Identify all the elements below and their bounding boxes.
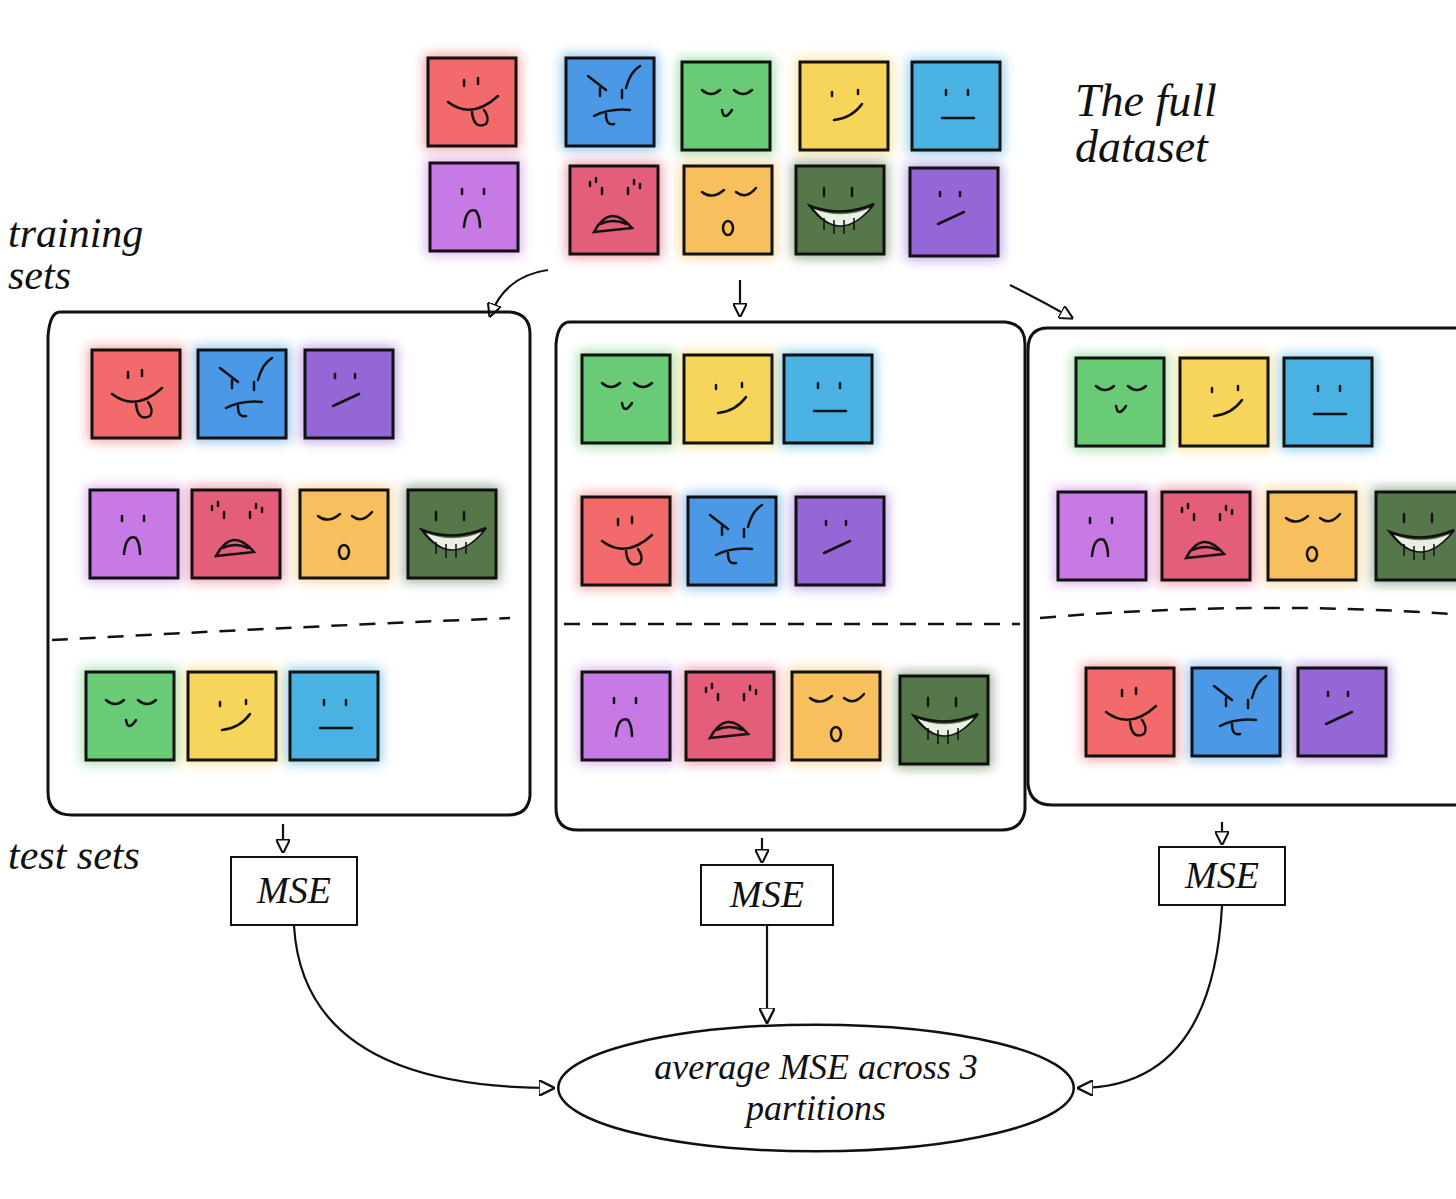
metric-box: MSE: [230, 856, 358, 926]
connector-arrow: [766, 926, 768, 1022]
node-text: MSE: [730, 873, 804, 917]
oval-outline: [558, 1025, 1073, 1152]
metric-box: MSE: [1158, 846, 1286, 906]
node-text: MSE: [257, 869, 331, 913]
result-oval: average MSE across 3 partitions: [553, 1022, 1079, 1154]
connector-arrow: [1079, 906, 1222, 1088]
connector-arrow: [294, 926, 553, 1088]
node-text: average MSE across 3 partitions: [606, 1047, 1026, 1130]
dataset-title: The full dataset: [1075, 78, 1305, 170]
metric-box: MSE: [700, 864, 834, 926]
node-text: MSE: [1185, 854, 1259, 898]
side-label: training sets: [8, 212, 208, 296]
side-label: test sets: [8, 834, 148, 876]
